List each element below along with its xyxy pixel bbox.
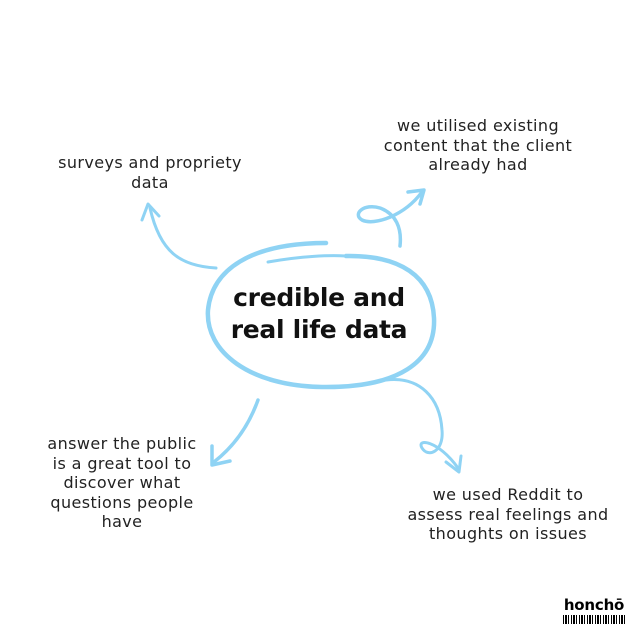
note-answer-the-public: answer the public is a great tool to dis… — [22, 434, 222, 532]
note-line: we used Reddit to — [432, 485, 584, 504]
arrow-top-right-head — [406, 188, 426, 206]
note-line: answer the public — [47, 434, 197, 453]
note-line: already had — [428, 155, 528, 174]
note-line: questions people — [50, 492, 194, 512]
note-line: data — [131, 172, 169, 192]
brand-logo: honchō — [563, 597, 625, 624]
note-line: we utilised existing — [396, 116, 559, 135]
note-line: discover what — [63, 473, 181, 492]
arrow-top-right — [356, 190, 424, 248]
arrow-bottom-left — [212, 398, 260, 464]
note-line: content that the client — [383, 135, 573, 155]
note-reddit: we used Reddit to assess real feelings a… — [388, 485, 628, 544]
note-existing-content: we utilised existing content that the cl… — [358, 116, 598, 175]
barcode-icon — [563, 615, 625, 624]
arrow-bottom-right-head — [444, 454, 463, 474]
center-ellipse — [205, 240, 437, 390]
note-surveys: surveys and propriety data — [40, 153, 260, 192]
arrow-top-left-head — [140, 202, 161, 222]
note-line: thoughts on issues — [429, 524, 587, 543]
arrow-bottom-left-head — [210, 444, 232, 467]
note-line: have — [101, 512, 143, 531]
note-line: assess real feelings and — [407, 504, 609, 524]
central-topic-line: credible and — [233, 283, 405, 312]
brand-name: honchō — [563, 596, 625, 614]
note-line: is a great tool to — [52, 453, 192, 473]
note-line: surveys and propriety — [58, 153, 242, 172]
arrow-bottom-right — [384, 378, 460, 470]
central-topic-line: real life data — [230, 315, 408, 344]
arrow-top-left — [148, 206, 218, 270]
central-topic: credible and real life data — [200, 282, 438, 346]
center-ellipse-overlap — [266, 254, 348, 264]
